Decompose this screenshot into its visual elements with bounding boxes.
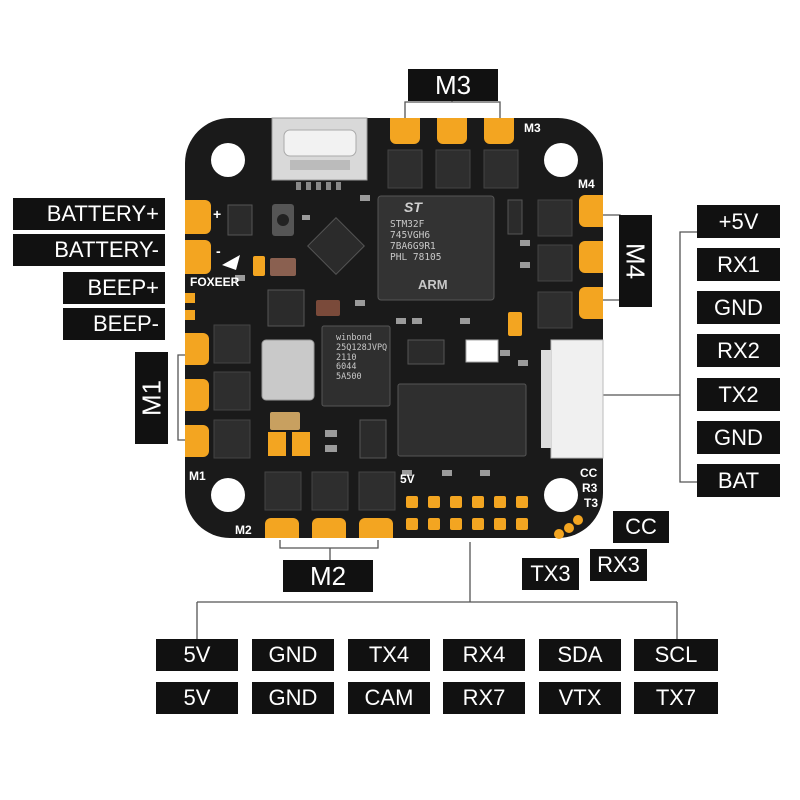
rx3-label: RX3	[590, 549, 647, 581]
gyro-chip	[307, 217, 365, 275]
bottom-label-5v-2: 5V	[156, 682, 238, 714]
bottom-label-gnd-2: GND	[252, 682, 334, 714]
battery-minus-mark: -	[216, 243, 221, 259]
board-m3-label: M3	[524, 121, 541, 135]
mcu-arm-marking: ARM	[418, 277, 448, 292]
battery-minus-label: BATTERY-	[13, 234, 165, 266]
board-m2-label: M2	[235, 523, 252, 537]
battery-plus-mark: +	[213, 206, 222, 222]
right-label-tx2: TX2	[697, 378, 780, 411]
board-m1-label: M1	[189, 469, 206, 483]
mount-hole-tl	[211, 143, 245, 177]
mount-hole-bl	[211, 478, 245, 512]
bottom-label-gnd-1: GND	[252, 639, 334, 671]
mount-hole-tr	[544, 143, 578, 177]
tx3-label: TX3	[522, 558, 579, 590]
flash-chip	[321, 325, 391, 407]
m2-bracket	[279, 540, 379, 549]
bottom-label-cam: CAM	[348, 682, 430, 714]
m3-label: M3	[408, 69, 498, 101]
uart-bracket	[679, 231, 697, 483]
right-label-rx1: RX1	[697, 248, 780, 281]
board-r3-label: R3	[582, 481, 598, 495]
beep-minus-label: BEEP-	[63, 308, 165, 340]
osd-chip	[397, 383, 527, 457]
flash-marking: winbond 25Q128JVPQ 2110 6044 5A500	[336, 333, 388, 383]
bottom-label-sda: SDA	[539, 639, 621, 671]
battery-plus-label: BATTERY+	[13, 198, 165, 230]
beep-plus-label: BEEP+	[63, 272, 165, 304]
m2-label: M2	[283, 560, 373, 592]
right-label-5v: +5V	[697, 205, 780, 238]
brand-logo: FOXEER	[190, 275, 240, 289]
bottom-label-scl: SCL	[634, 639, 718, 671]
side-connector	[550, 339, 604, 459]
board-5v-label: 5V	[400, 472, 415, 486]
bottom-label-vtx: VTX	[539, 682, 621, 714]
board-m4-label: M4	[578, 177, 595, 191]
mcu-chip	[377, 195, 495, 301]
mcu-marking: STM32F 745VGH6 7BA6G9R1 PHL 78105	[390, 219, 442, 263]
right-label-gnd-2: GND	[697, 421, 780, 454]
bottom-label-tx7: TX7	[634, 682, 718, 714]
st-logo: ST	[404, 199, 422, 215]
bottom-label-rx7: RX7	[443, 682, 525, 714]
right-label-gnd-1: GND	[697, 291, 780, 324]
m4-label: M4	[619, 215, 652, 307]
mount-hole-br	[544, 478, 578, 512]
bottom-label-5v-1: 5V	[156, 639, 238, 671]
solder-pads	[185, 118, 603, 539]
bottom-label-rx4: RX4	[443, 639, 525, 671]
board-t3-label: T3	[584, 496, 599, 510]
cc-label: CC	[613, 511, 669, 543]
right-label-rx2: RX2	[697, 334, 780, 367]
inductor	[261, 339, 315, 401]
board-cc-label: CC	[580, 466, 598, 480]
bottom-label-tx4: TX4	[348, 639, 430, 671]
m1-label: M1	[135, 352, 168, 444]
right-label-bat: BAT	[697, 464, 780, 497]
